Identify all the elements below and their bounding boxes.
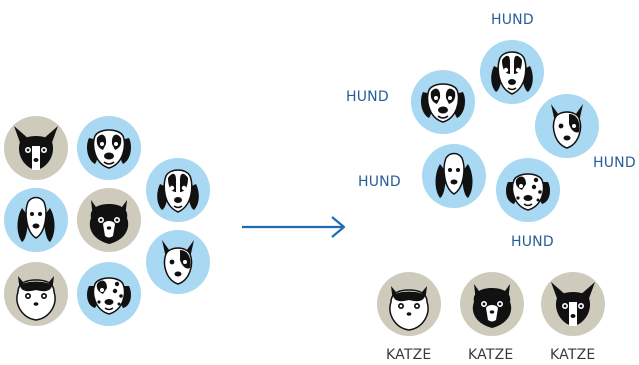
dog-label: HUND bbox=[346, 89, 389, 105]
spaniel-face-icon bbox=[77, 116, 141, 180]
bull-terrier-face-icon bbox=[146, 230, 210, 294]
long-ear-dog-face-icon bbox=[4, 188, 68, 252]
dog-label: HUND bbox=[491, 12, 534, 28]
dog-label: HUND bbox=[593, 155, 636, 171]
cat-label: KATZE bbox=[550, 347, 596, 363]
right-arrow-icon bbox=[242, 216, 346, 238]
spotted-dog-face-icon bbox=[77, 262, 141, 326]
white-cat-face-icon bbox=[377, 272, 441, 336]
cat-label: KATZE bbox=[386, 347, 432, 363]
chihuahua-cat-face-icon bbox=[541, 272, 605, 336]
chihuahua-cat-face-icon bbox=[4, 116, 68, 180]
dog-label: HUND bbox=[511, 234, 554, 250]
bull-terrier-face-icon bbox=[535, 94, 599, 158]
fluffy-cat-face-icon bbox=[77, 188, 141, 252]
beagle-face-icon bbox=[480, 40, 544, 104]
fluffy-cat-face-icon bbox=[460, 272, 524, 336]
white-cat-face-icon bbox=[4, 262, 68, 326]
spaniel-face-icon bbox=[411, 70, 475, 134]
spotted-dog-face-icon bbox=[496, 158, 560, 222]
long-ear-dog-face-icon bbox=[422, 144, 486, 208]
cat-label: KATZE bbox=[468, 347, 514, 363]
dog-label: HUND bbox=[358, 174, 401, 190]
beagle-face-icon bbox=[146, 158, 210, 222]
